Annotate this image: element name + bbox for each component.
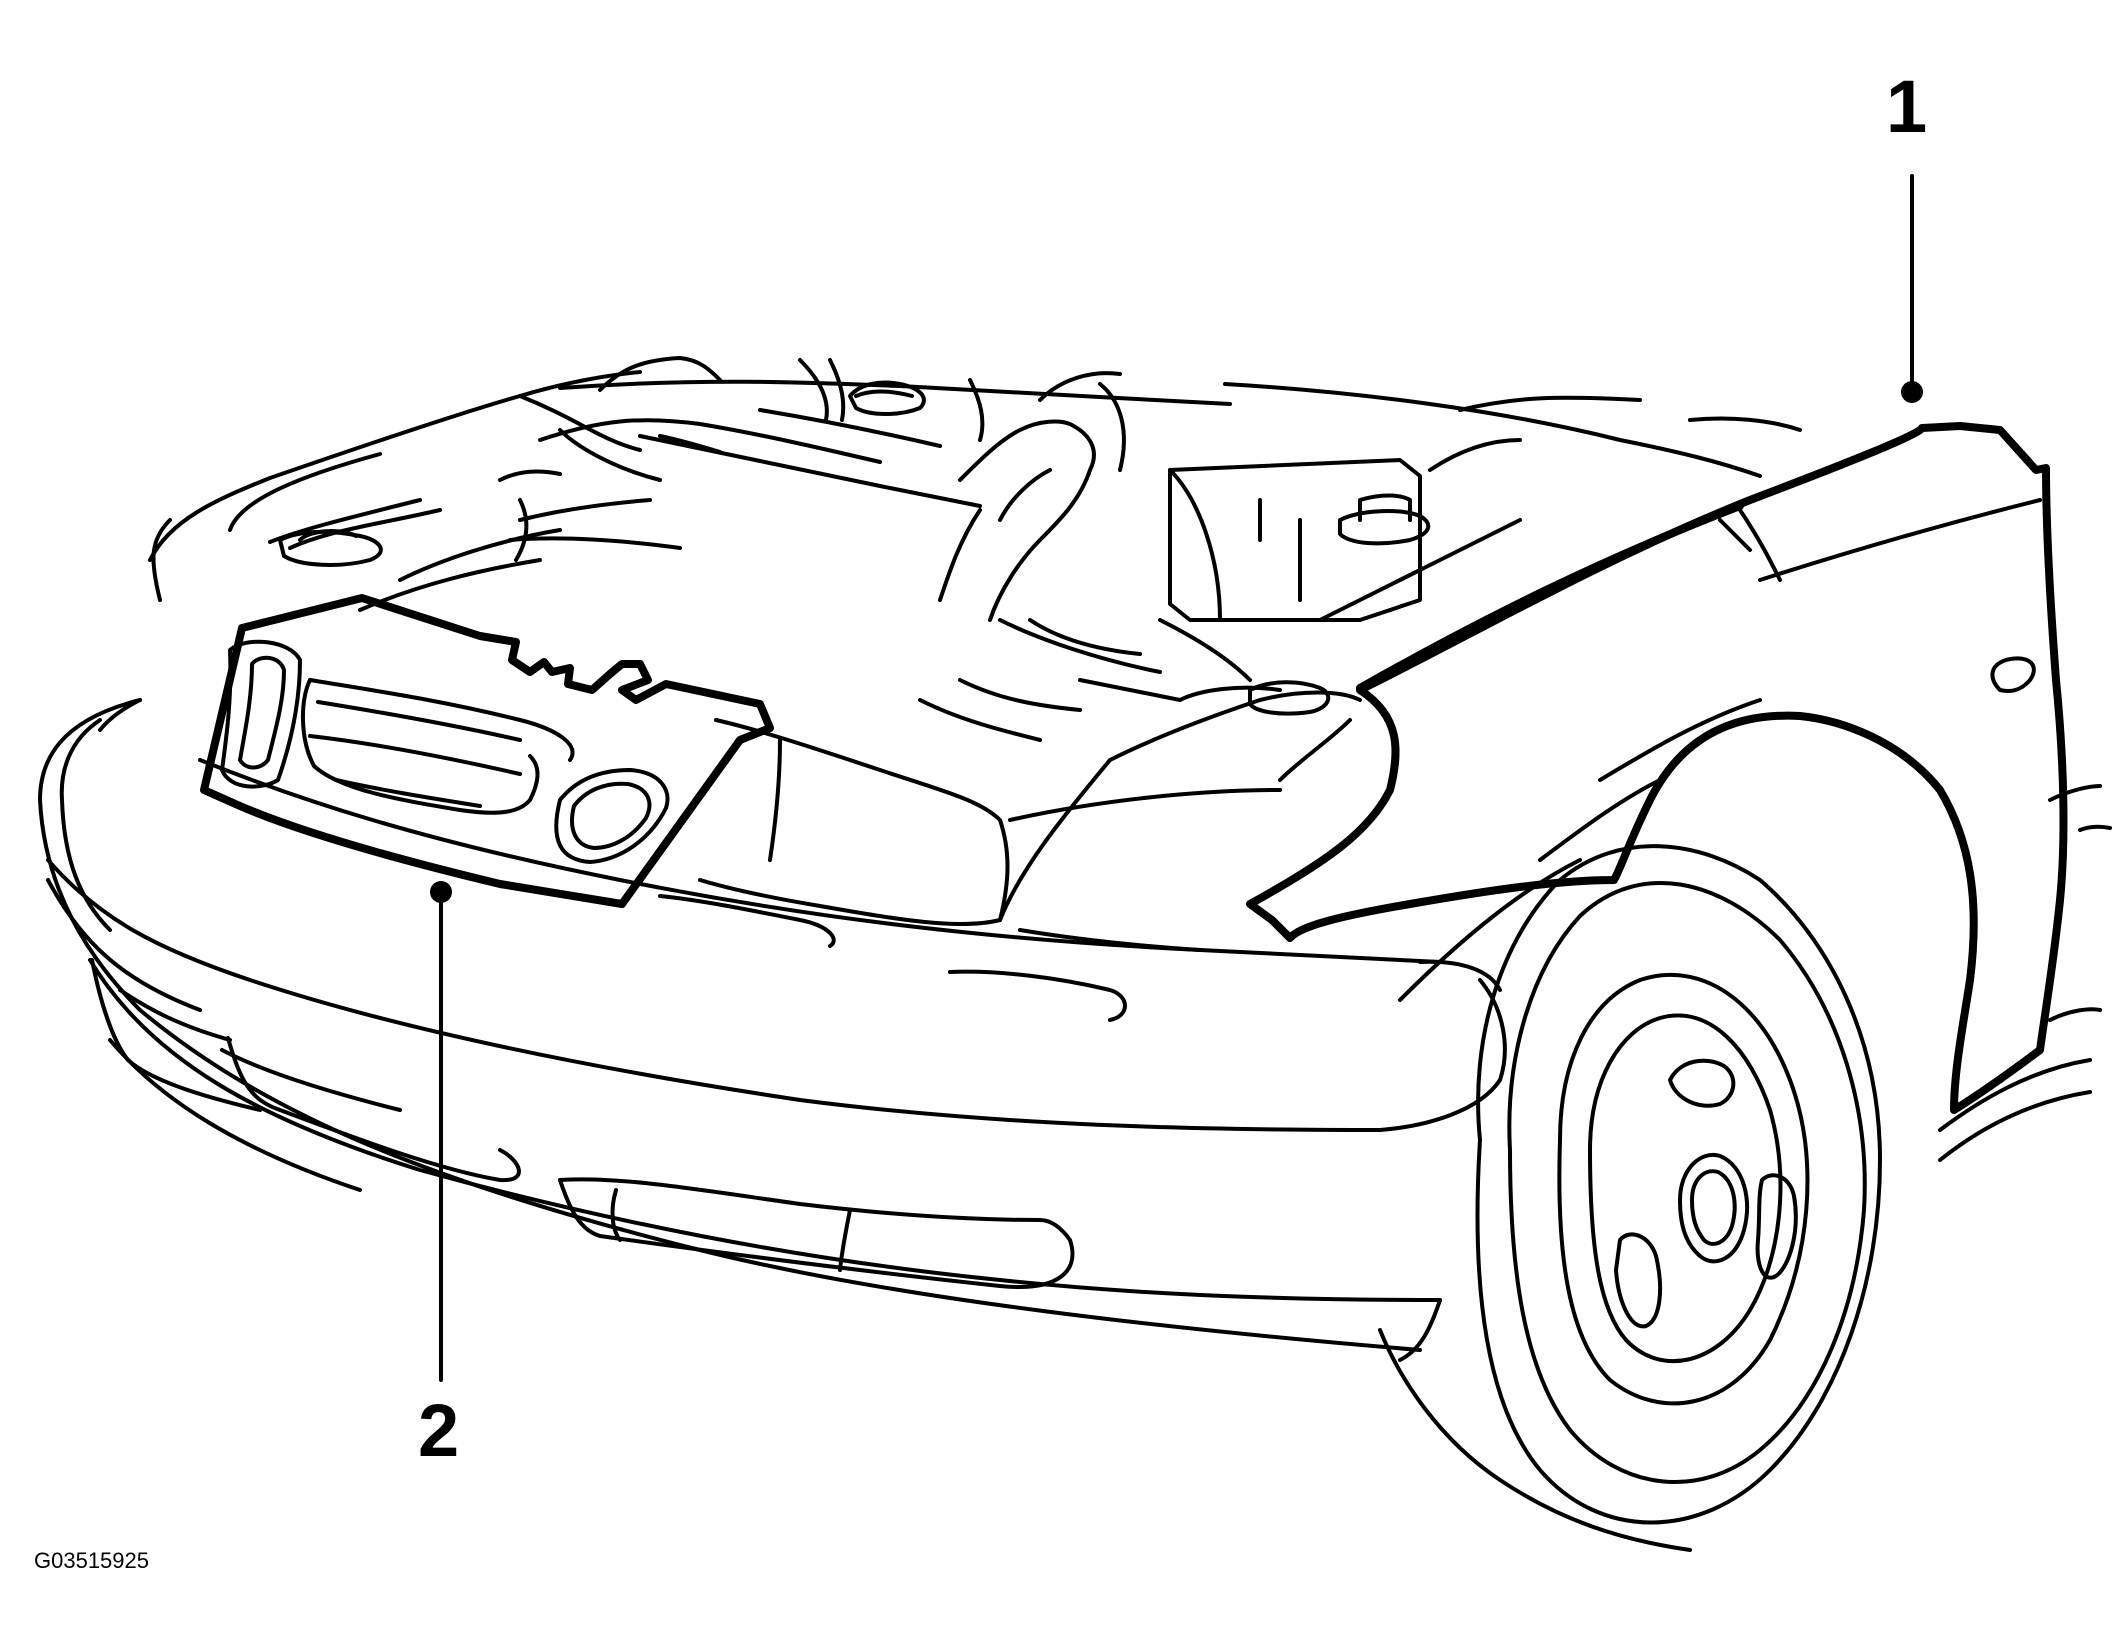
right-headlight bbox=[658, 690, 1362, 1022]
front-wheel bbox=[1398, 844, 1882, 1525]
callout-label-1: 1 bbox=[1886, 65, 1928, 148]
figure-id: G03515925 bbox=[34, 1548, 149, 1573]
callout-label-2: 2 bbox=[418, 1389, 460, 1472]
callout-leader-1 bbox=[1901, 174, 1923, 403]
body-outline bbox=[38, 370, 2112, 1552]
fender-highlight bbox=[1246, 422, 2068, 1114]
engine-bay bbox=[278, 356, 1522, 742]
left-headlight bbox=[698, 718, 1352, 927]
callout-leader-2 bbox=[430, 881, 452, 1382]
grille-highlight bbox=[200, 594, 774, 908]
